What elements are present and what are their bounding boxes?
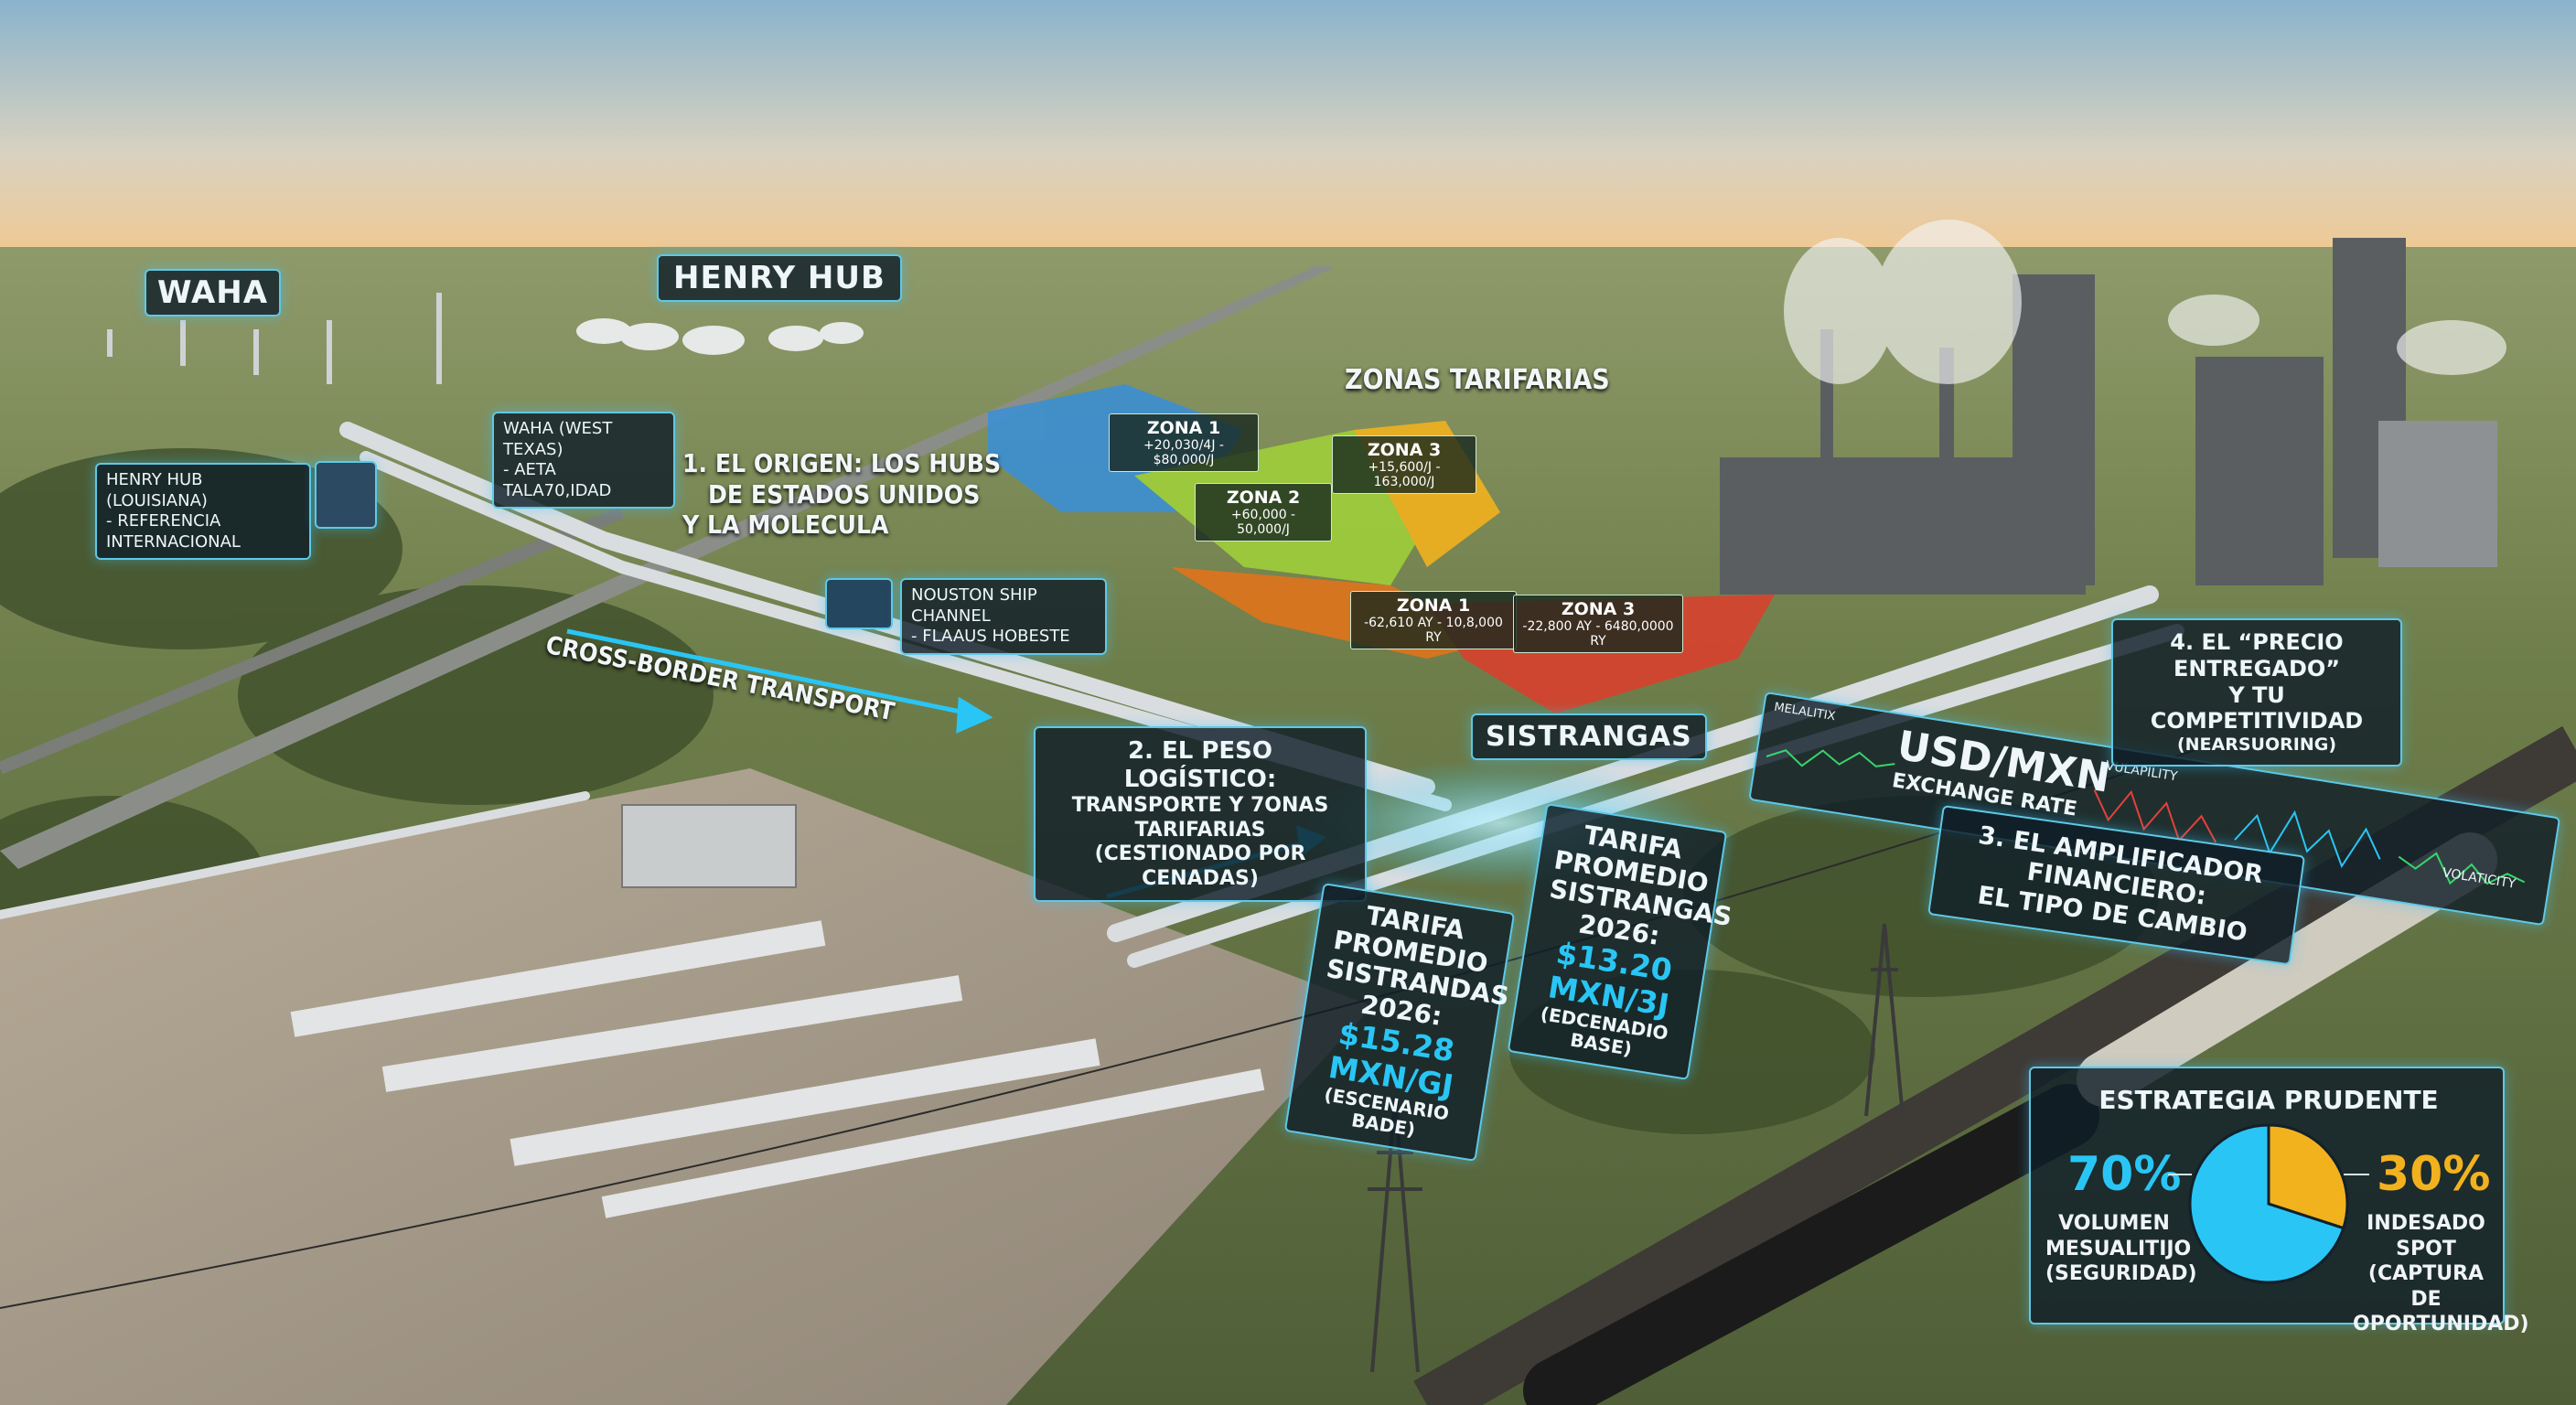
houston-sub: - FLAAUS HOBESTE — [911, 627, 1070, 646]
strategy-title: ESTRATEGIA PRUDENTE — [2098, 1085, 2439, 1115]
zona-label: ZONA 3+15,600/J - 163,000/J — [1332, 435, 1476, 494]
waha-west-texas-sub: - AETA TALA70,IDAD — [503, 460, 612, 500]
waha-plant — [107, 293, 442, 384]
section-4-line1: 4. EL “PRECIO ENTREGADO” — [2170, 629, 2344, 681]
zona-label: ZONA 1+20,030/4J - $80,000/J — [1109, 413, 1259, 472]
ship-channel-icon — [825, 578, 893, 629]
zona-range: +60,000 - 50,000/J — [1230, 508, 1296, 537]
section-2-line3: (CESTIONADO POR CENADAS) — [1094, 842, 1306, 890]
strategy-left-line3: (SEGURIDAD) — [2045, 1262, 2197, 1285]
steel-mill — [1720, 238, 2497, 595]
henry-hub-label: HENRY HUB — [657, 254, 902, 302]
henry-hub-louisiana-sub: - REFERENCIA INTERNACIONAL — [106, 511, 241, 552]
zona-label: ZONA 2+60,000 - 50,000/J — [1195, 483, 1332, 542]
waha-hub-label: WAHA — [145, 269, 282, 316]
sistrangas-label: SISTRANGAS — [1471, 713, 1707, 760]
section-4-line2: Y TU COMPETITIVIDAD — [2150, 681, 2364, 735]
section-1-line1: 1. EL ORIGEN: LOS HUBS — [682, 448, 1002, 478]
zona-name: ZONA 2 — [1226, 488, 1301, 508]
zona-range: -62,610 AY - 10,8,000 RY — [1364, 616, 1503, 645]
strategy-panel: ESTRATEGIA PRUDENTE 70% VOLUMEN MESUALIT… — [2029, 1067, 2529, 1335]
section-2-box: 2. EL PESO LOGÍSTICO: TRANSPORTE Y 7ONAS… — [1034, 726, 1367, 902]
section-1-line2: DE ESTADOS UNIDOS — [708, 478, 981, 509]
section-4-line3: (NEARSUORING) — [2176, 735, 2337, 756]
zona-name: ZONA 3 — [1561, 599, 1636, 619]
zona-name: ZONA 1 — [1396, 595, 1471, 616]
fx-sparkline-green-right — [2398, 852, 2526, 885]
waha-west-texas-label: WAHA (WEST TEXAS) - AETA TALA70,IDAD — [492, 412, 675, 509]
houston-ship-channel-label: NOUSTON SHIP CHANNEL - FLAAUS HOBESTE — [900, 578, 1107, 655]
waha-west-texas-title: WAHA (WEST TEXAS) — [503, 419, 613, 459]
section-2-line2: TRANSPORTE Y 7ONAS TARIFARIAS — [1071, 794, 1329, 842]
section-1-heading: 1. EL ORIGEN: LOS HUBS DE ESTADOS UNIDOS… — [682, 448, 1001, 541]
strategy-right-line3: OPORTUNIDAD) — [2353, 1313, 2529, 1335]
fx-sparkline-blue — [2234, 810, 2381, 869]
zona-range: -22,800 AY - 6480,0000 RY — [1522, 619, 1674, 649]
zonas-title: ZONAS TARIFARIAS — [1345, 364, 1610, 396]
compressor-station — [290, 804, 1265, 1218]
section-2-line1: 2. EL PESO LOGÍSTICO: — [1123, 737, 1277, 794]
houston-title: NOUSTON SHIP CHANNEL — [911, 585, 1037, 626]
fx-exchange-rate-panel: MELALITIX USD/MXN EXCHANGE RATE VULAPILI… — [1748, 692, 2561, 927]
strategy-right-line1: INDESADO SPOT — [2367, 1212, 2485, 1260]
compressor-pad — [0, 768, 1372, 1405]
strategy-left-caption: VOLUMEN MESUALITIJO (SEGURIDAD) — [2045, 1211, 2197, 1287]
fx-sparklines — [1766, 749, 2526, 885]
sky — [0, 0, 2576, 256]
fx-sparkline-green — [1766, 749, 1895, 767]
strategy-left-line2: MESUALITIJO — [2045, 1237, 2192, 1260]
zona-name: ZONA 3 — [1367, 440, 1442, 460]
tarifa-2026-box-a: TARIFA PROMEDIO SISTRANGAS 2026: $13.20 … — [1507, 803, 1734, 1080]
strategy-left-pct: 70% — [2067, 1147, 2182, 1202]
tarifa-2026-box-b: TARIFA PROMEDIO SISTRANDAS 2026: $15.28 … — [1283, 883, 1516, 1162]
zona-range: +15,600/J - 163,000/J — [1368, 460, 1441, 489]
section-1-line3: Y LA MOLECULA — [682, 509, 889, 541]
zona-range: +20,030/4J - $80,000/J — [1143, 438, 1224, 467]
zona-label: ZONA 3-22,800 AY - 6480,0000 RY — [1513, 595, 1683, 653]
power-towers — [0, 749, 2196, 1373]
zona-label: ZONA 1-62,610 AY - 10,8,000 RY — [1350, 591, 1517, 649]
smoke — [1784, 220, 2506, 384]
zona-name: ZONA 1 — [1146, 418, 1221, 438]
section-4-box: 4. EL “PRECIO ENTREGADO” Y TU COMPETITIV… — [2111, 618, 2402, 767]
tank-farm — [576, 318, 864, 355]
henry-hub-louisiana-label: HENRY HUB (LOUISIANA) - REFERENCIA INTER… — [95, 463, 311, 560]
strategy-right-pct: 30% — [2377, 1147, 2491, 1202]
tanker-ship-icon — [315, 461, 377, 529]
strategy-right-line2: (CAPTURA DE — [2367, 1262, 2485, 1311]
henry-hub-louisiana-title: HENRY HUB (LOUISIANA) — [106, 470, 208, 510]
strategy-left-line1: VOLUMEN — [2058, 1212, 2170, 1235]
strategy-right-caption: INDESADO SPOT (CAPTURA DE OPORTUNIDAD) — [2353, 1211, 2529, 1337]
fx-sparkline-red — [2093, 789, 2217, 843]
